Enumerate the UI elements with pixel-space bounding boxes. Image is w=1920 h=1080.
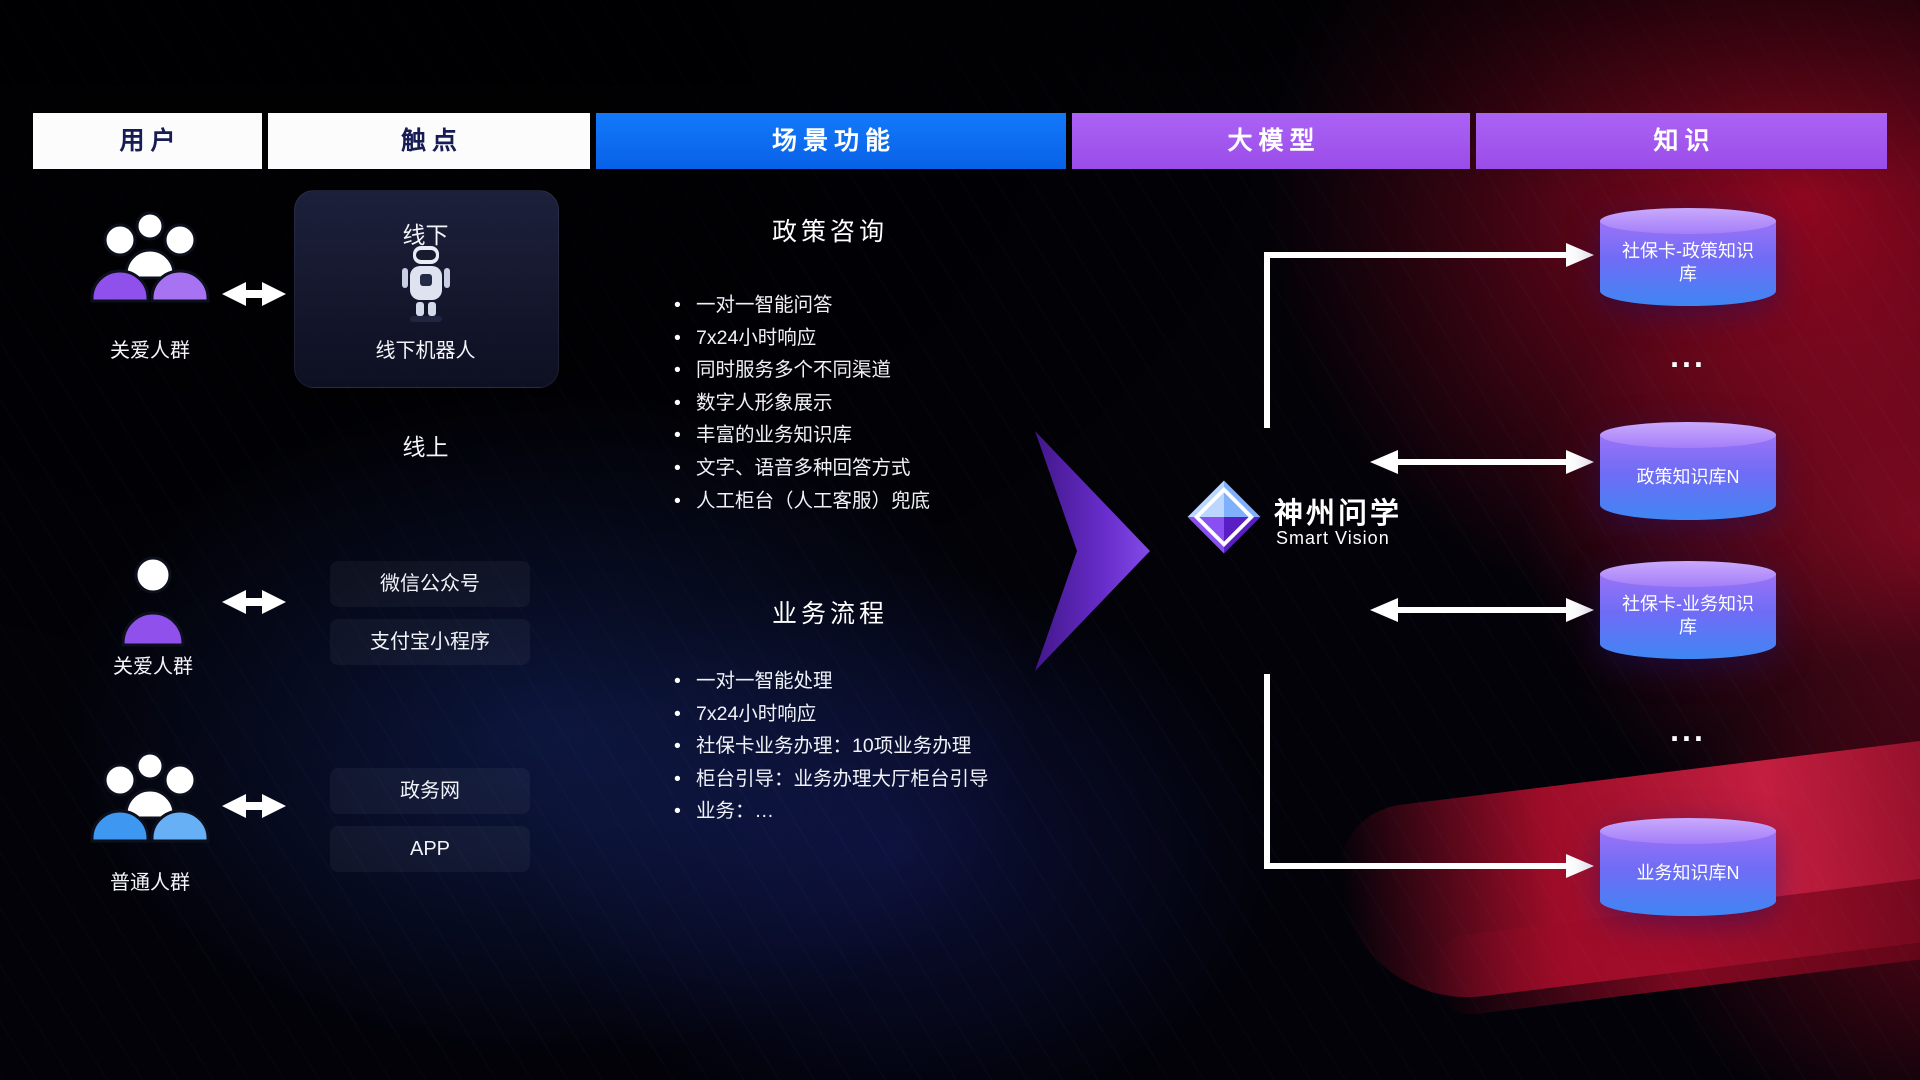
knowledge-db-2: 政策知识库N [1600, 422, 1776, 520]
ellipsis-more-dbs: ... [1670, 712, 1706, 748]
knowledge-db-label: 社保卡-政策知识库 [1622, 241, 1754, 284]
column-header-knowledge: 知识 [1476, 113, 1887, 169]
scenario-title-policy: 政策咨询 [771, 218, 888, 246]
arrow-model-kb3 [1370, 598, 1594, 622]
channel-gov-web: 政务网 [330, 768, 530, 814]
column-header-touchpoints: 触点 [268, 113, 590, 169]
knowledge-db-label: 社保卡-业务知识库 [1622, 594, 1754, 637]
column-header-scenarios: 场景功能 [596, 113, 1066, 169]
arrow-model-to-kb1 [1264, 243, 1594, 428]
people-group-icon [90, 211, 210, 303]
online-title: 线上 [402, 434, 449, 460]
list-item: 7x24小时响应 [672, 322, 930, 355]
knowledge-db-1: 社保卡-政策知识库 [1600, 208, 1776, 306]
robot-icon [402, 246, 450, 322]
arrow-model-to-kb4 [1264, 674, 1594, 878]
ellipsis-more-dbs: ... [1670, 338, 1706, 374]
list-item: 社保卡业务办理：10项业务办理 [672, 730, 989, 763]
model-subtitle: Smart Vision [1276, 528, 1390, 548]
column-header-users: 用户 [33, 113, 262, 169]
user-general-label: 普通人群 [110, 872, 190, 894]
list-item: 文字、语音多种回答方式 [672, 452, 930, 485]
knowledge-db-label: 业务知识库N [1636, 862, 1740, 883]
policy-feature-list: 一对一智能问答 7x24小时响应 同时服务多个不同渠道 数字人形象展示 丰富的业… [672, 289, 930, 517]
arrow-model-kb2 [1370, 450, 1594, 474]
person-icon [121, 556, 185, 647]
flow-arrow-icon [1035, 431, 1150, 671]
list-item: 业务：… [672, 795, 989, 828]
column-header-model: 大模型 [1072, 113, 1470, 169]
list-item: 数字人形象展示 [672, 387, 930, 420]
list-item: 一对一智能问答 [672, 289, 930, 322]
model-name: 神州问学 [1274, 498, 1403, 530]
list-item: 一对一智能处理 [672, 665, 989, 698]
knowledge-db-4: 业务知识库N [1600, 818, 1776, 916]
channel-app: APP [330, 826, 530, 872]
list-item: 7x24小时响应 [672, 698, 989, 731]
list-item: 人工柜台（人工客服）兜底 [672, 485, 930, 518]
business-feature-list: 一对一智能处理 7x24小时响应 社保卡业务办理：10项业务办理 柜台引导：业务… [672, 665, 989, 828]
people-group-icon [90, 751, 210, 843]
scenario-title-business: 业务流程 [771, 600, 888, 628]
diamond-logo-icon [1187, 480, 1261, 554]
list-item: 同时服务多个不同渠道 [672, 354, 930, 387]
knowledge-db-label: 政策知识库N [1636, 466, 1740, 487]
knowledge-db-3: 社保卡-业务知识库 [1600, 561, 1776, 659]
user-single-label: 关爱人群 [113, 656, 193, 678]
offline-robot-label: 线下机器人 [375, 340, 476, 362]
list-item: 柜台引导：业务办理大厅柜台引导 [672, 763, 989, 796]
channel-wechat: 微信公众号 [330, 561, 530, 607]
user-group-label: 关爱人群 [110, 340, 190, 362]
list-item: 丰富的业务知识库 [672, 419, 930, 452]
channel-alipay: 支付宝小程序 [330, 619, 530, 665]
